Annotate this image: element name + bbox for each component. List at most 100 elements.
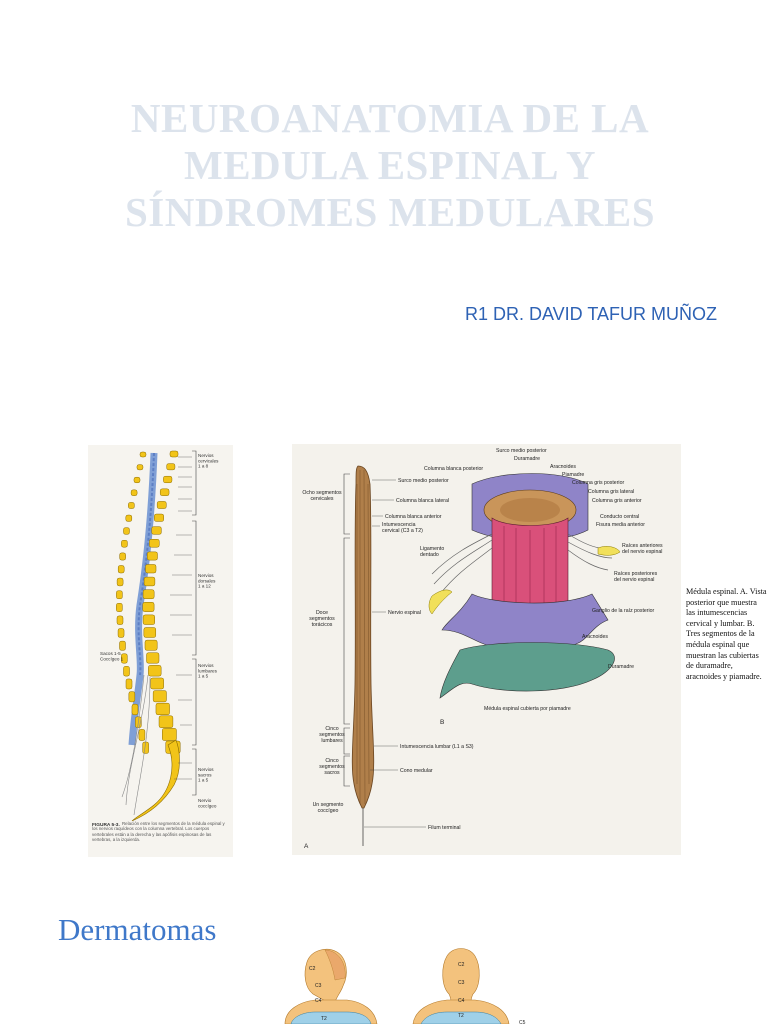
label-line: dorsales: [198, 578, 216, 583]
spinous-process: [116, 577, 124, 587]
label-line: Intumescencia: [382, 522, 416, 528]
figure-5-3-caption: Relación entre los segmentos de la médul…: [92, 821, 225, 843]
vertebral-body: [142, 602, 155, 612]
label-filum-terminal: Filum terminal: [428, 825, 461, 831]
label-b-duramadre: Duramadre: [514, 456, 540, 462]
label-b-columna-gris-anterior: Columna gris anterior: [592, 498, 642, 504]
spinous-process: [131, 703, 139, 716]
label-line: segmentos: [319, 764, 345, 770]
figure-5-3-caption-wrap: Relación entre los segmentos de la médul…: [92, 821, 225, 843]
label-b-columna-gris-posterior: Columna gris posterior: [572, 480, 624, 486]
label-b-surco-medio-posterior: Surco medio posterior: [496, 448, 547, 454]
vertebral-body: [158, 715, 174, 728]
label-line: torácicos: [312, 622, 333, 628]
vertebral-body: [169, 450, 179, 458]
spinous-process: [117, 628, 125, 638]
spinous-process: [116, 615, 124, 625]
vertebral-body: [150, 677, 164, 690]
dermatome-right-t2: T2: [458, 1013, 464, 1019]
label-columna-blanca-anterior: Columna blanca anterior: [385, 514, 442, 520]
spinous-process: [119, 552, 126, 561]
label-line: Raíces anteriores: [622, 543, 663, 549]
label-line: segmentos: [309, 616, 335, 622]
title-line-1: NEUROANATOMIA DE LA: [130, 95, 650, 141]
label-line: 1 a 5: [198, 778, 209, 783]
spinous-process: [116, 590, 123, 600]
label-line: coccígeo: [198, 803, 217, 808]
dermatome-left-t2: T2: [321, 1016, 327, 1022]
vertebral-body: [144, 639, 158, 651]
label-b-duramadre-2: Duramadre: [608, 664, 634, 670]
spinous-process: [130, 489, 138, 496]
spinous-process: [123, 666, 130, 677]
label-b-aracnoides-2: Aracnoides: [582, 634, 608, 640]
spinous-process: [128, 691, 136, 703]
label-line: Raíces posteriores: [614, 571, 658, 577]
label-line: lumbares: [321, 738, 343, 744]
figure-5-3-label: FIGURA 5-3.: [92, 822, 120, 828]
vertebral-body: [159, 488, 170, 496]
label-b-columna-gris-lateral: Columna gris lateral: [588, 489, 634, 495]
spinous-process: [121, 653, 128, 664]
label-line: Cinco: [325, 726, 338, 732]
label-b-cubierta-piamadre: Médula espinal cubierta por piamadre: [484, 706, 571, 712]
vertebral-body: [151, 526, 162, 535]
dermatome-left-c2: C2: [309, 966, 316, 972]
label-surco-medio-posterior-a: Surco medio posterior: [398, 478, 449, 484]
label-line: del nervio espinal: [614, 577, 654, 583]
title-line-3: SÍNDROMES MEDULARES: [124, 189, 656, 235]
label-line: Nervio: [198, 798, 212, 803]
slide-title: NEUROANATOMIA DE LA MEDULA ESPINAL Y SÍN…: [60, 95, 720, 236]
panel-letter-b: B: [440, 719, 444, 726]
spinous-process: [139, 451, 147, 458]
spinous-process: [117, 565, 125, 574]
spinous-process: [116, 603, 123, 612]
spinous-process: [136, 464, 144, 471]
label-line: lumbares: [198, 668, 218, 673]
label-columna-blanca-lateral: Columna blanca lateral: [396, 498, 449, 504]
vertebral-body: [154, 513, 164, 522]
vertebral-body: [143, 576, 156, 587]
label-b-conducto-central: Conducto central: [600, 514, 639, 520]
spinous-process: [123, 527, 130, 535]
label-line: Un segmento: [313, 802, 344, 808]
spinous-process: [119, 640, 126, 651]
vertebral-body: [143, 627, 157, 638]
spinous-process: [125, 678, 133, 690]
dermatome-figures: C2 C3 C4 T2 C2 C3 C4 T2 C5: [284, 948, 526, 1024]
label-line: del nervio espinal: [622, 549, 662, 555]
title-line-2: MEDULA ESPINAL Y: [184, 142, 596, 188]
label-line: Nervios: [198, 453, 214, 458]
dermatome-right-c2: C2: [458, 962, 465, 968]
label-line: Nervios: [198, 767, 214, 772]
label-b-ganglio: Ganglio de la raíz posterior: [592, 608, 655, 614]
label-line: Ligamento: [420, 546, 444, 552]
label-line: segmentos: [319, 732, 345, 738]
label-line: 1 a 5: [198, 674, 209, 679]
vertebral-body: [162, 728, 177, 741]
label-cono-medular: Cono medular: [400, 768, 433, 774]
label-columna-blanca-posterior: Columna blanca posterior: [424, 466, 483, 472]
figure-caption: Médula espinal. A. Vista posterior que m…: [686, 587, 767, 681]
vertebral-body: [156, 501, 167, 509]
spinous-process: [133, 476, 141, 484]
vertebral-body: [149, 539, 160, 548]
label-b-piamadre: Piamadre: [562, 472, 584, 478]
label-b-fisura-media-anterior: Fisura media anterior: [596, 522, 645, 528]
label-line: dentado: [420, 552, 439, 558]
label-line: sacros: [324, 770, 340, 776]
label-line: Sacos 1-5: [100, 651, 121, 656]
vertebral-body: [155, 702, 170, 716]
vertebral-body: [152, 690, 167, 703]
label-line: sacros: [198, 772, 212, 777]
label-line: cervical (C3 a T2): [382, 528, 423, 534]
vertebral-body: [148, 665, 162, 677]
